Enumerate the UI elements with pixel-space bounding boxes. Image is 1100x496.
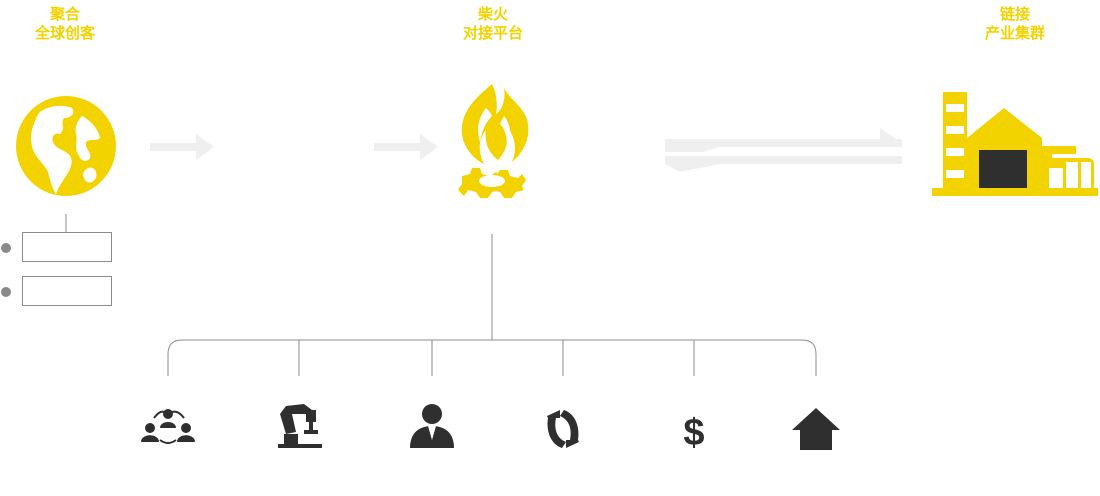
heading-makers-line1: 聚合 [49, 5, 80, 23]
list-bullet-2 [1, 287, 11, 297]
heading-makers: 聚合 全球创客 [15, 5, 115, 43]
arrow-right-1 [150, 134, 214, 160]
community-icon [141, 409, 195, 444]
arrow-right-2 [374, 134, 438, 160]
heading-platform-line2: 对接平台 [462, 24, 523, 42]
list-item-box-1[interactable] [22, 232, 112, 262]
heading-industry: 链接 产业集群 [965, 5, 1065, 43]
arrow-bidirectional [665, 128, 902, 172]
svg-text:$: $ [683, 412, 704, 454]
globe-icon [16, 96, 116, 196]
cycle-icon [547, 410, 579, 448]
home-icon [792, 408, 840, 450]
heading-makers-line2: 全球创客 [34, 24, 95, 42]
heading-platform: 柴火 对接平台 [443, 5, 543, 43]
person-icon [410, 404, 454, 448]
list-item-box-2[interactable] [22, 276, 112, 306]
robot-arm-icon [278, 404, 322, 448]
flame-gear-icon [458, 84, 529, 198]
dollar-icon: $ [683, 412, 704, 454]
heading-industry-line2: 产业集群 [984, 24, 1045, 42]
heading-platform-line1: 柴火 [477, 5, 508, 23]
factory-icon [932, 92, 1098, 196]
tree-connectors [167, 234, 817, 376]
heading-industry-line1: 链接 [999, 5, 1030, 23]
list-bullet-1 [1, 243, 11, 253]
